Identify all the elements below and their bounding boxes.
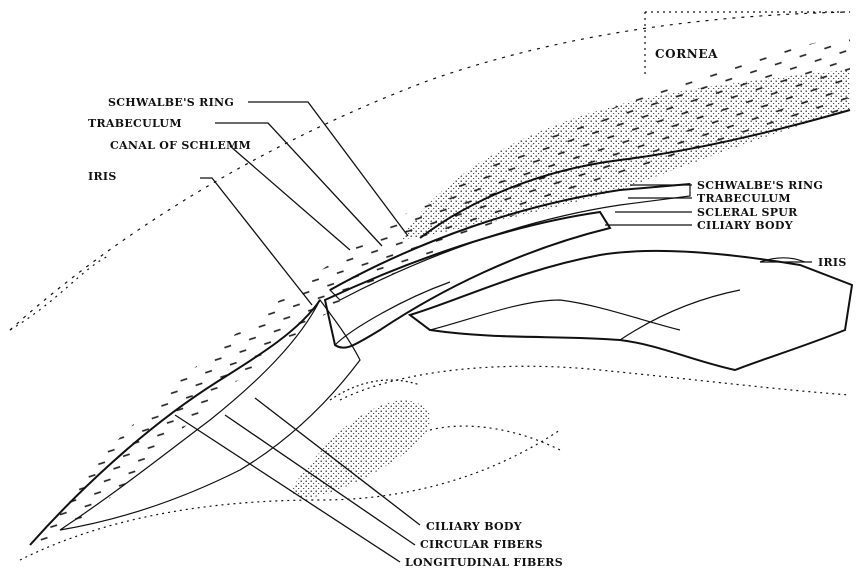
iris-region bbox=[410, 251, 852, 370]
label-trabeculum-right: TRABECULUM bbox=[697, 192, 791, 205]
label-cornea: CORNEA bbox=[655, 47, 718, 61]
label-ciliary-body-right: CILIARY BODY bbox=[697, 219, 793, 232]
label-trabeculum-left: TRABECULUM bbox=[88, 117, 182, 130]
label-iris-left: IRIS bbox=[88, 170, 117, 183]
label-iris-right: IRIS bbox=[818, 256, 847, 269]
label-ciliary-body-bottom: CILIARY BODY bbox=[426, 520, 522, 533]
label-scleral-spur: SCLERAL SPUR bbox=[697, 206, 798, 219]
label-schwalbes-ring-right: SCHWALBE'S RING bbox=[697, 179, 823, 192]
label-longitudinal-fibers: LONGITUDINAL FIBERS bbox=[405, 556, 563, 569]
label-schwalbes-ring-left: SCHWALBE'S RING bbox=[108, 96, 234, 109]
ciliary-processes bbox=[290, 380, 430, 497]
label-canal-of-schlemm: CANAL OF SCHLEMM bbox=[110, 139, 251, 152]
label-circular-fibers: CIRCULAR FIBERS bbox=[420, 538, 543, 551]
